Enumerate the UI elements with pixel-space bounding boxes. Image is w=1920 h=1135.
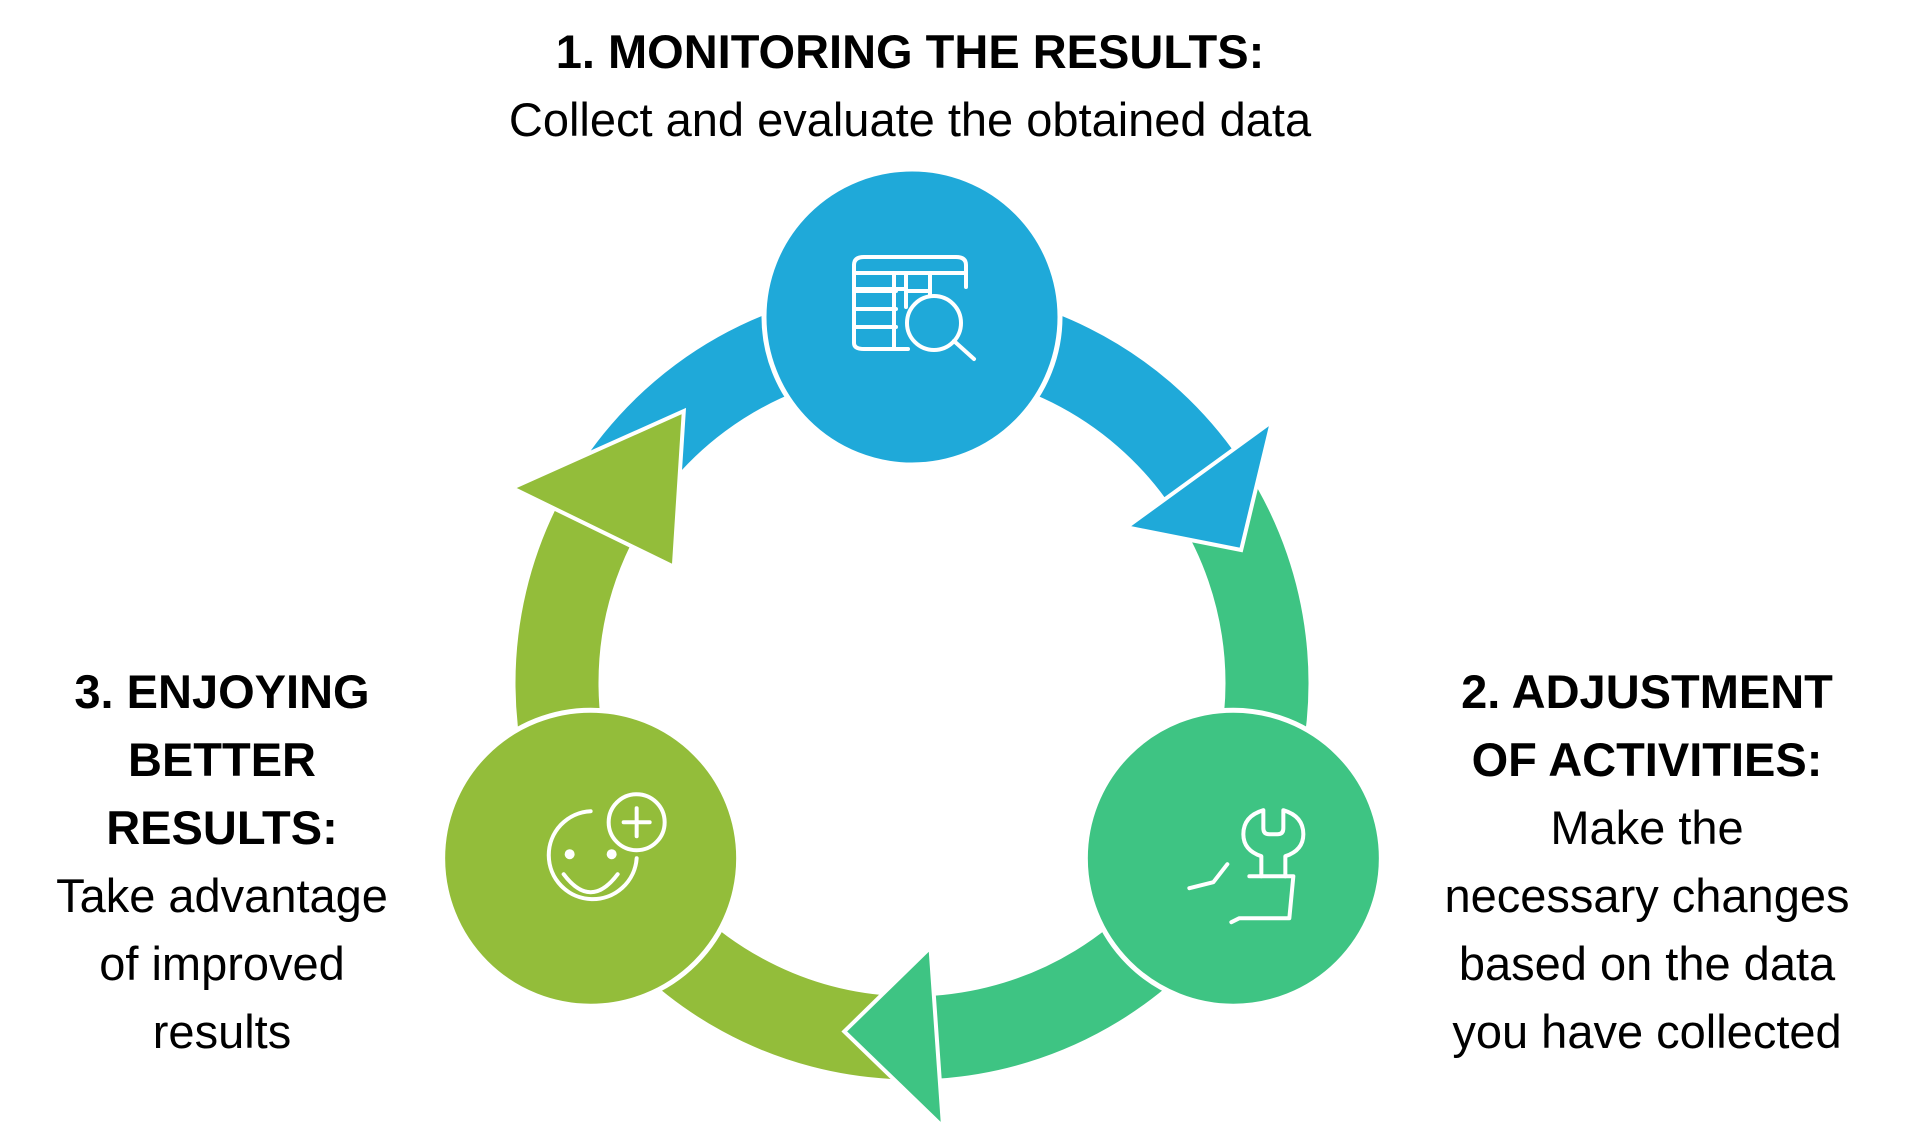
smiley-plus-icon [546,792,667,902]
wrench-hand-icon [1187,808,1306,925]
step-2-description-line: based on the data [1458,937,1836,990]
step-2-description-line: necessary changes [1444,869,1850,922]
step-2-label: 2. ADJUSTMENT OF ACTIVITIES: Make the ne… [1387,658,1907,1066]
step-3-description-line: results [152,1005,292,1058]
arrowhead-3 [507,407,687,570]
step-3-title-line: BETTER [128,733,316,786]
step-1-description: Collect and evaluate the obtained data [508,93,1312,146]
step-2-description-line: you have collected [1452,1005,1842,1058]
step-3-circle [440,707,742,1009]
step-3-description-line: Take advantage [56,869,388,922]
step-3-label: 3. ENJOYING BETTER RESULTS: Take advanta… [10,658,434,1066]
step-3-title-line: 3. ENJOYING [74,665,370,718]
step-2-description-line: Make the [1550,801,1744,854]
step-1-circle [761,166,1063,468]
step-2-title-line: OF ACTIVITIES: [1471,733,1823,786]
arrowhead-1 [1121,416,1276,553]
step-3-title-line: RESULTS: [106,801,338,854]
step-1-title: 1. MONITORING THE RESULTS: [555,25,1265,78]
step-2-title-line: 2. ADJUSTMENT [1461,665,1833,718]
step-1-label: 1. MONITORING THE RESULTS: Collect and e… [360,18,1460,154]
step-2-circle [1082,707,1384,1009]
arrowhead-2 [841,942,946,1132]
table-search-icon [852,255,976,361]
step-3-description-line: of improved [99,937,345,990]
